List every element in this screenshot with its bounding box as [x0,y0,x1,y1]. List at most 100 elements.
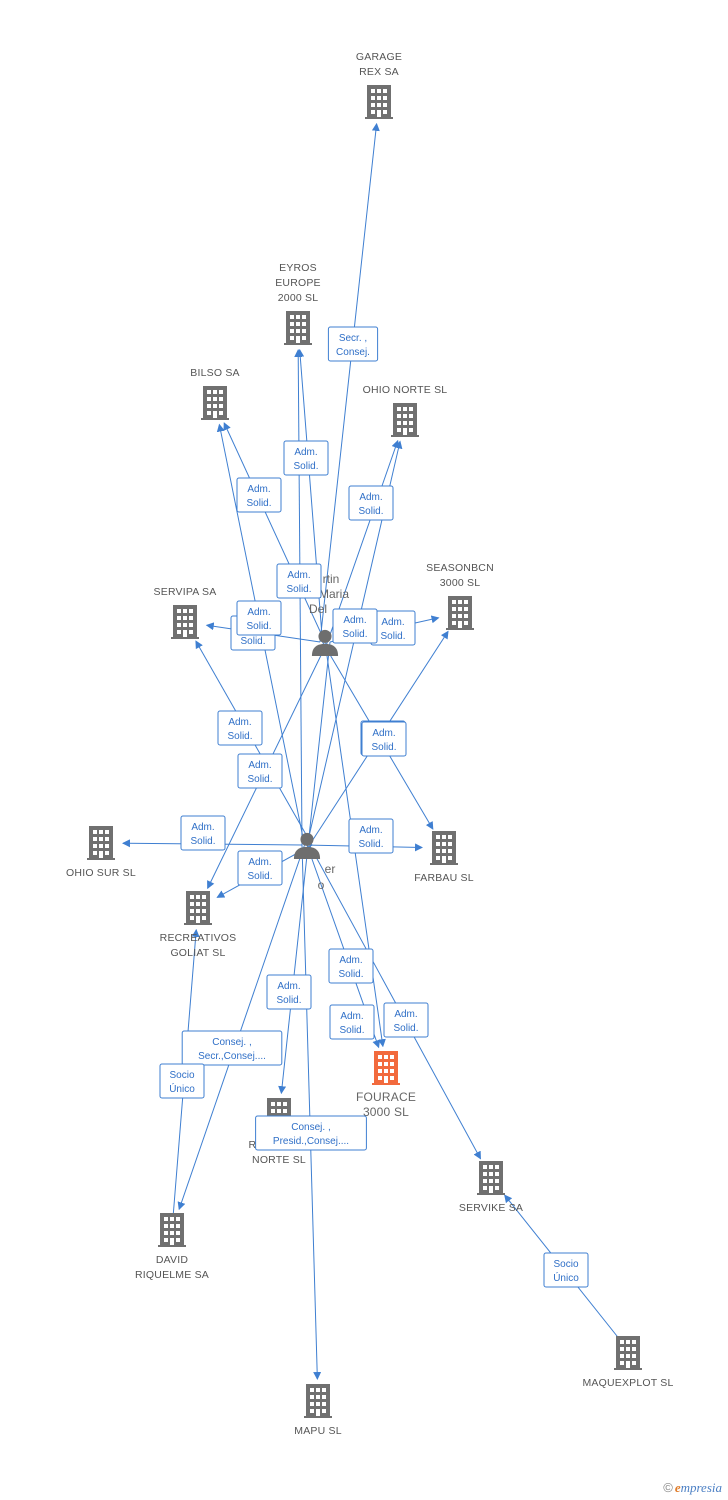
edge-label-text: Adm. [359,825,382,836]
person-label: o [318,878,325,892]
edge-p1-garage [319,122,380,643]
building-icon [372,1051,400,1085]
edge-label-box [328,948,374,984]
edge-label-box [159,1063,205,1099]
edge-label-text: Adm. [394,1009,417,1020]
edge-role-label[interactable]: Adm.Solid. [237,753,283,789]
company-label: BILSO SA [190,367,239,379]
edge-label-text: Adm. [191,822,214,833]
edge-label-text: Presid.,Consej.... [273,1136,349,1147]
company-node-servipa[interactable]: SERVIPA SA [154,586,217,639]
edge-role-label[interactable]: Adm.Solid. [370,610,416,646]
edge-label-box [329,1004,375,1040]
company-node-ohionorte[interactable]: OHIO NORTE SL [363,384,448,437]
company-label: SERVIKE SA [459,1202,523,1214]
edge-role-label[interactable]: Adm.Solid. [236,600,282,636]
edge-p1-bilso [223,422,326,643]
edge-label-text: Adm. [287,570,310,581]
building-icon [304,1384,332,1418]
edge-label-box [348,485,394,521]
edge-role-label[interactable]: Adm.Solid. [236,477,282,513]
brand-name: mpresia [680,1480,722,1495]
company-label: FOURACE [356,1090,416,1104]
edge-label-text: Solid. [240,636,265,647]
edge-role-label[interactable]: Secr. ,Consej. [327,326,379,362]
edge-label-text: Solid. [338,969,363,980]
building-icon [201,386,229,420]
edge-role-label[interactable]: Adm. Solid. [180,815,226,851]
edge-role-label[interactable]: Adm.Solid. [217,710,263,746]
company-node-mapu[interactable]: MAPU SL [294,1384,342,1437]
edge-label-box [283,440,329,476]
edge-p1-rascador [278,641,331,1095]
edge-role-label[interactable]: Adm.Solid. [237,850,283,886]
building-icon [284,311,312,345]
edge-role-label[interactable]: Consej. ,Presid.,Consej.... [255,1115,367,1151]
edge-label-text: Adm. [372,728,395,739]
edge-label-box [236,477,282,513]
edge-role-label[interactable]: Adm. Solid. [266,974,312,1010]
edge-role-label[interactable]: Adm.Solid. [348,818,394,854]
company-label: RIQUELME SA [135,1269,209,1281]
edge-label-box [327,326,379,362]
company-node-ohiosur[interactable]: OHIO SUR SL [66,826,136,879]
edge-role-label[interactable]: Adm. Solid. [328,948,374,984]
edge-p2-servike [309,844,481,1160]
edge-label-box [217,710,263,746]
empresia-logo[interactable]: ©empresia [663,1480,722,1496]
company-node-farbau[interactable]: FARBAU SL [414,831,474,884]
company-node-servike[interactable]: SERVIKE SA [459,1161,523,1214]
company-label: MAPU SL [294,1425,342,1437]
edge-role-label[interactable]: Adm.Solid. [329,1004,375,1040]
edge-label-text: Secr.,Consej.... [198,1051,266,1062]
edge-label-box [383,1002,429,1038]
edge-label-text: Consej. [336,347,370,358]
edge-label-box [543,1252,589,1288]
edge-role-label[interactable]: Adm.Solid. [332,608,378,644]
person-label: rtin [323,572,340,586]
company-label: NORTE SL [252,1154,306,1166]
edge-label-box [180,815,226,851]
brand-initial: e [674,1480,681,1495]
company-node-maquexplot[interactable]: MAQUEXPLOT SL [582,1336,673,1389]
edge-role-label[interactable]: Adm.Solid. [283,440,329,476]
edge-role-label[interactable]: Adm. Solid. [276,563,322,599]
edge-role-label[interactable]: Adm. Solid. [361,721,407,757]
edge-label-text: Solid. [276,995,301,1006]
edge-labels-layer: Secr. ,Consej. Adm. Solid. Adm. Solid. Adm. So… [159,326,589,1288]
edge-p1-ohionorte [327,439,400,643]
edge-role-label[interactable]: Adm.Solid. [383,1002,429,1038]
company-label: SERVIPA SA [154,586,217,598]
company-label: GOLIAT SL [170,947,225,959]
edge-label-text: Solid. [286,584,311,595]
edge-role-label[interactable]: Consej. , Secr.,Consej.... [181,1030,283,1066]
edge-label-text: Solid. [190,836,215,847]
edge-label-text: Consej. , [212,1037,251,1048]
person-label: Del [309,602,327,616]
edge-label-text: Único [169,1082,195,1095]
edge-label-box [332,608,378,644]
edge-label-text: Solid. [371,742,396,753]
edge-label-text: Solid. [293,461,318,472]
company-label: MAQUEXPLOT SL [582,1377,673,1389]
edge-label-text: Adm. [339,955,362,966]
company-label: REX SA [359,66,399,78]
person-node-p2[interactable]: ero [293,832,335,892]
edge-label-text: Adm. [277,981,300,992]
edge-label-text: Socio [169,1070,194,1081]
edge-label-text: Adm. [359,492,382,503]
person-label: Maria [319,587,349,601]
edge-role-label[interactable]: Adm.Solid. [348,485,394,521]
company-label: SEASONBCN [426,562,494,574]
company-node-bilso[interactable]: BILSO SA [190,367,240,420]
